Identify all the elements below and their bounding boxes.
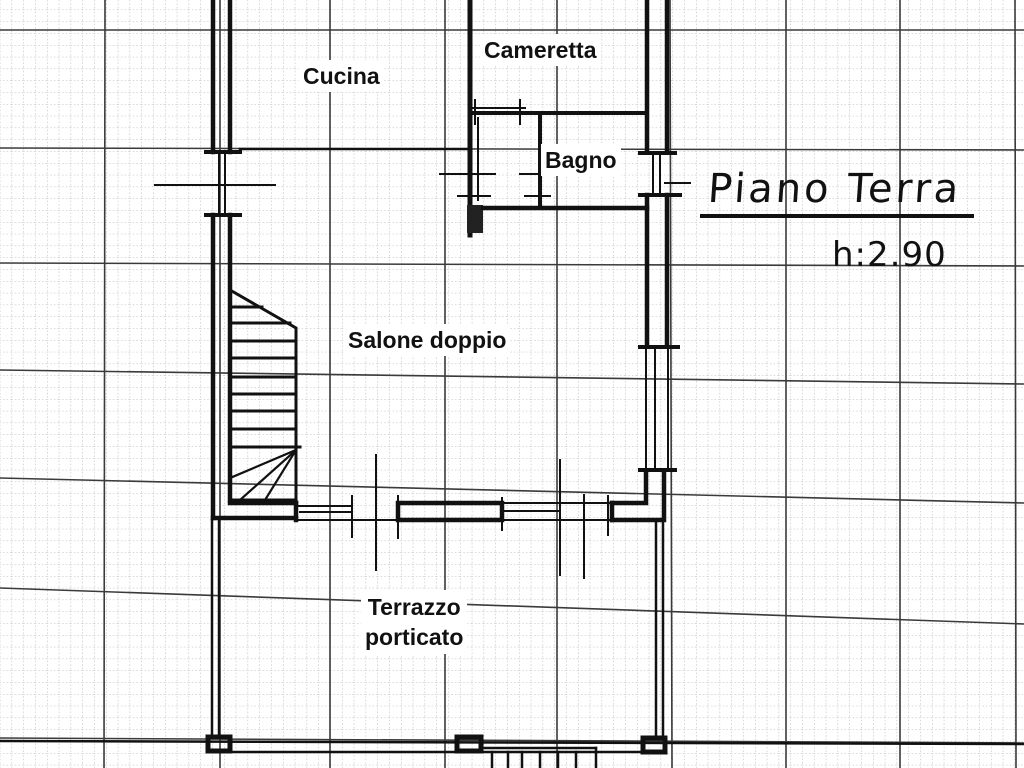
column-icon [205,734,668,755]
room-label-terrazzo-line1: Terrazzo [367,594,461,620]
window-left [154,150,276,217]
drawing-title: Piano Terra [706,166,963,212]
ceiling-height-label: h:2.90 [832,235,947,275]
window-right-top [638,151,691,197]
room-label-bagno: Bagno [541,144,621,176]
railing-icon [0,739,1024,768]
room-label-cameretta: Cameretta [480,34,601,66]
window-right-salone [638,345,680,472]
room-label-salone: Salone doppio [344,324,511,356]
stair-icon [227,287,302,502]
front-windows [295,454,613,579]
room-label-terrazzo: Terrazzo porticato [361,590,468,654]
room-label-cucina: Cucina [299,60,384,92]
room-label-terrazzo-line2: porticato [365,624,464,650]
